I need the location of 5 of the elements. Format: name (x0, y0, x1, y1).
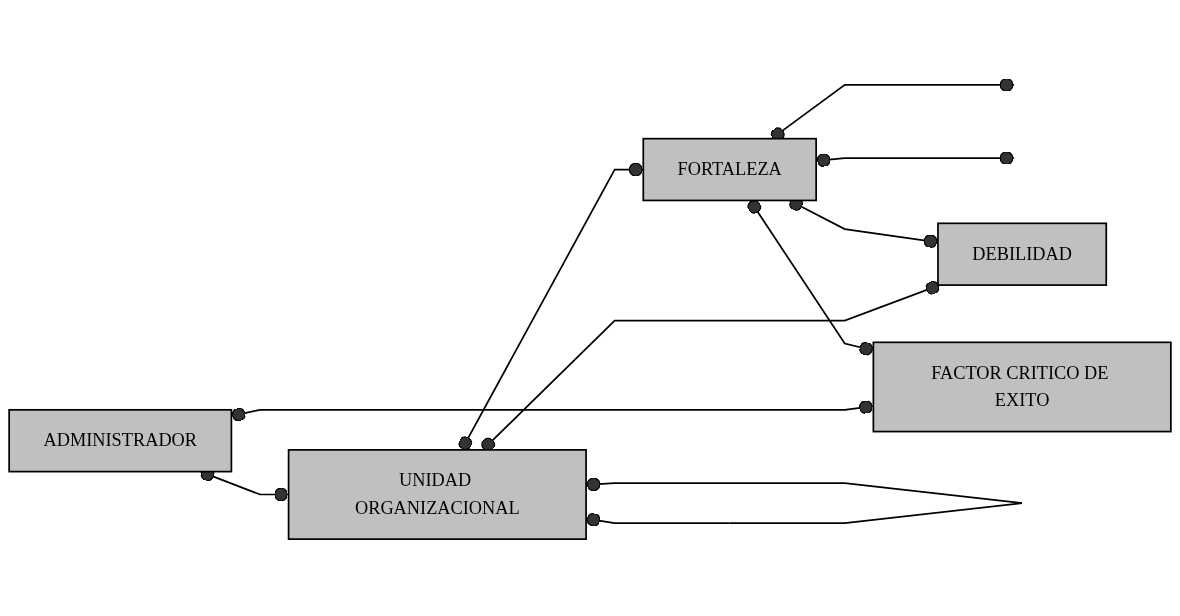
node-box: ADMINISTRADOR (8, 408, 233, 473)
node-box: DEBILIDAD (937, 222, 1108, 286)
node-box: FACTOR CRITICO DE EXITO (872, 341, 1172, 433)
node-box: UNIDAD ORGANIZACIONAL (287, 449, 587, 540)
node-box: FORTALEZA (642, 137, 817, 202)
